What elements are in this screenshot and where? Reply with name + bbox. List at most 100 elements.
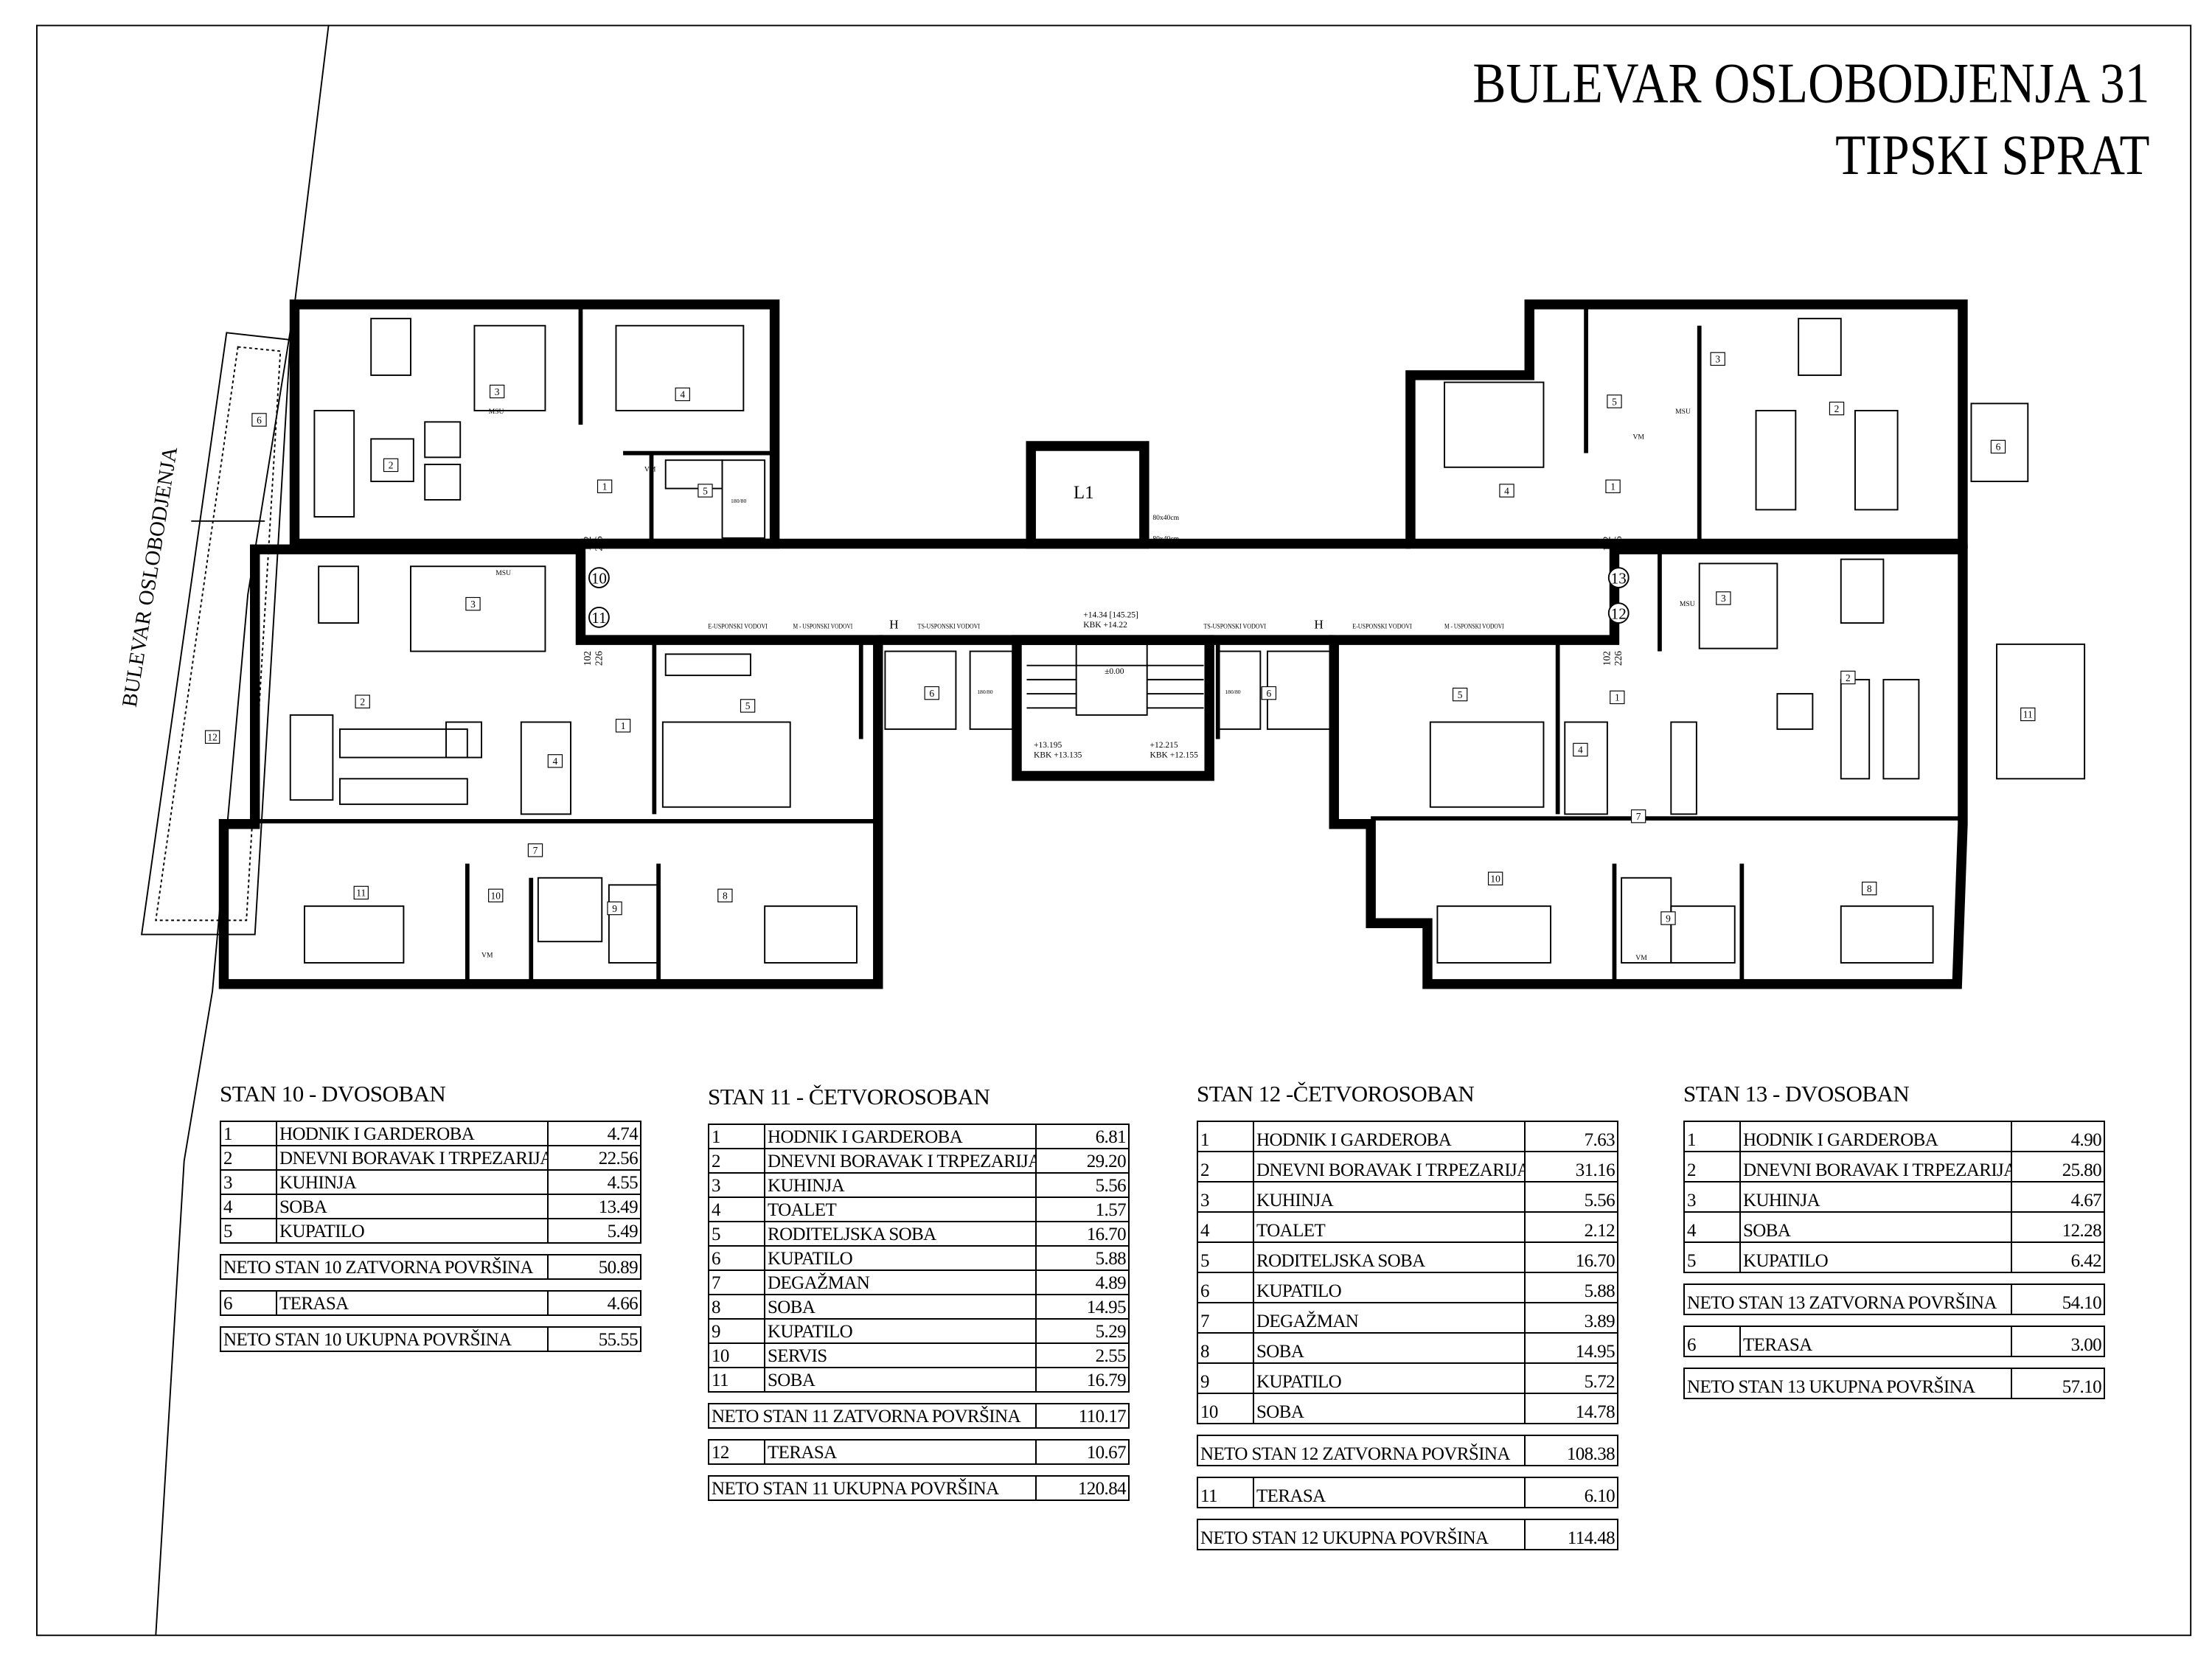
room-name: DEGAŽMAN: [764, 1271, 1035, 1294]
room-name: DEGAŽMAN: [1253, 1303, 1524, 1332]
room-number: 1: [602, 481, 608, 492]
room-area: 5.29: [1035, 1320, 1128, 1342]
room-name: RODITELJSKA SOBA: [764, 1222, 1035, 1245]
room-number: 1: [223, 1124, 233, 1144]
room-number: 8: [1867, 883, 1872, 894]
washer-label: VM: [1632, 433, 1644, 441]
room-tag-box: [597, 479, 613, 493]
room-number: 4: [712, 1200, 721, 1220]
room-number: 9: [612, 903, 617, 914]
room-tag-box: [1605, 479, 1621, 493]
bathtub-label: 180/80: [731, 498, 746, 504]
room-tag-box: [204, 730, 220, 744]
room-number: 8: [712, 1298, 721, 1317]
room-name: KUHINJA: [276, 1171, 547, 1194]
washer-label: VM: [481, 951, 493, 959]
room-tag-box: [1487, 871, 1503, 885]
room-number: 2: [389, 460, 394, 471]
total-area-value: 57.10: [2011, 1369, 2104, 1398]
level-label: +12.215: [1150, 741, 1178, 750]
room-name: KUHINJA: [1253, 1182, 1524, 1211]
room-name: TERASA: [276, 1292, 547, 1314]
room-name: HODNIK I GARDEROBA: [276, 1122, 547, 1145]
dishwasher-label: MSU: [1675, 408, 1691, 416]
room-tag-box: [1452, 687, 1468, 702]
washer-label: VM: [1635, 954, 1647, 962]
room-area: 16.70: [1524, 1243, 1617, 1272]
room-tag-box: [1862, 881, 1877, 896]
room-area: 5.49: [547, 1219, 640, 1242]
room-number: 10: [491, 891, 501, 902]
room-tag-box: [489, 384, 505, 399]
room-number: 4: [1504, 485, 1509, 496]
level-label: +14.34 [145.25]: [1083, 610, 1138, 619]
room-area: 22.56: [547, 1146, 640, 1169]
room-tag-box: [353, 885, 369, 900]
room-name: SOBA: [1739, 1213, 2011, 1241]
riser-label: E-USPONSKI VODOVI: [1352, 623, 1412, 631]
apartment-10-walls: [289, 299, 780, 549]
room-area: 4.66: [547, 1292, 640, 1314]
level-label: KBK +14.22: [1083, 621, 1127, 630]
room-number: 4: [553, 756, 558, 767]
room-number: 11: [356, 888, 366, 899]
room-area: 13.49: [547, 1195, 640, 1218]
room-number: 11: [1200, 1486, 1217, 1506]
room-tag-box: [1990, 439, 2006, 454]
room-tag-box: [1840, 670, 1856, 685]
room-area: 4.89: [1035, 1271, 1128, 1294]
room-tag-box: [488, 888, 504, 902]
room-area: 4.55: [547, 1171, 640, 1194]
room-number: 11: [2023, 709, 2033, 720]
room-area: 16.70: [1035, 1222, 1128, 1245]
riser-label: TS-USPONSKI VODOVI: [918, 623, 981, 631]
room-number: 3: [470, 599, 476, 610]
room-area: 29.20: [1035, 1149, 1128, 1172]
room-name: TERASA: [1253, 1478, 1524, 1507]
room-number: 6: [712, 1249, 721, 1269]
room-area: 7.63: [1524, 1122, 1617, 1151]
room-area: 5.88: [1524, 1273, 1617, 1302]
table-title: STAN 12 -ČETVOROSOBAN: [1197, 1081, 1475, 1107]
room-number: 4: [1578, 745, 1583, 756]
room-number: 11: [712, 1370, 728, 1390]
level-label: KBK +13.135: [1034, 751, 1082, 760]
room-number: 9: [1666, 913, 1671, 924]
room-name: TOALET: [1253, 1213, 1524, 1241]
room-number: 3: [1721, 593, 1726, 604]
riser-label: E-USPONSKI VODOVI: [708, 623, 768, 631]
room-name: KUPATILO: [1253, 1364, 1524, 1393]
room-number: 4: [680, 389, 685, 400]
room-number: 3: [712, 1176, 721, 1196]
apartment-11-walls: [218, 544, 883, 989]
room-name: KUPATILO: [1253, 1273, 1524, 1302]
riser-label: M - USPONSKI VODOVI: [793, 623, 853, 631]
room-name: DNEVNI BORAVAK I TRPEZARIJA: [1253, 1152, 1524, 1181]
room-area: 5.88: [1035, 1247, 1128, 1269]
table-title: STAN 13 - DVOSOBAN: [1683, 1081, 1910, 1107]
sheet-frame: [36, 24, 2192, 1637]
room-number: 3: [223, 1173, 233, 1193]
bathtub-label: 180/80: [1225, 689, 1240, 695]
riser-label: TS-USPONSKI VODOVI: [1204, 623, 1267, 631]
room-name: SERVIS: [764, 1344, 1035, 1367]
